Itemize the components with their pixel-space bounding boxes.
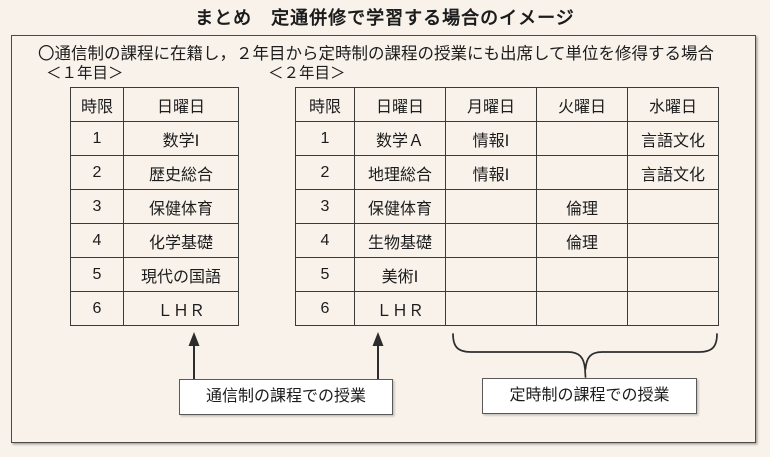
- subject-cell: [627, 257, 719, 292]
- timetable-header-row: 時限日曜日月曜日火曜日水曜日: [295, 87, 719, 122]
- subject-cell: 生物基礎: [354, 223, 446, 258]
- period-header-cell: 時限: [295, 87, 355, 122]
- period-cell: 5: [295, 257, 355, 292]
- correspondence-callout: 通信制の課程での授業: [179, 379, 393, 415]
- subject-cell: 現代の国語: [123, 257, 239, 292]
- subject-cell: ＬＨＲ: [123, 291, 239, 326]
- timetable-header-row: 時限日曜日: [70, 87, 239, 122]
- period-cell: 6: [295, 291, 355, 326]
- subject-cell: [536, 257, 628, 292]
- weekday-header-cell: 月曜日: [445, 87, 537, 122]
- subject-cell: 言語文化: [627, 155, 719, 190]
- period-cell: 6: [70, 291, 124, 326]
- subject-cell: [536, 121, 628, 156]
- subject-cell: [536, 291, 628, 326]
- period-header-cell: 時限: [70, 87, 124, 122]
- period-cell: 1: [70, 121, 124, 156]
- subject-cell: 言語文化: [627, 121, 719, 156]
- period-cell: 4: [295, 223, 355, 258]
- subject-cell: [627, 291, 719, 326]
- period-cell: 4: [70, 223, 124, 258]
- subject-cell: [627, 223, 719, 258]
- subject-cell: 保健体育: [123, 189, 239, 224]
- subject-cell: 数学Ⅰ: [123, 121, 239, 156]
- subject-cell: 化学基礎: [123, 223, 239, 258]
- period-cell: 2: [70, 155, 124, 190]
- subject-cell: 歴史総合: [123, 155, 239, 190]
- period-cell: 5: [70, 257, 124, 292]
- year2-label: ＜２年目＞: [268, 65, 346, 82]
- subject-cell: 数学Ａ: [354, 121, 446, 156]
- subject-cell: ＬＨＲ: [354, 291, 446, 326]
- page-title: まとめ 定通併修で学習する場合のイメージ: [195, 8, 575, 28]
- subject-cell: [445, 223, 537, 258]
- subject-cell: 情報Ⅰ: [445, 121, 537, 156]
- weekday-header-cell: 日曜日: [354, 87, 446, 122]
- subject-cell: 地理総合: [354, 155, 446, 190]
- weekday-header-cell: 日曜日: [123, 87, 239, 122]
- subject-cell: [445, 291, 537, 326]
- parttime-callout: 定時制の課程での授業: [482, 378, 697, 414]
- subject-cell: [445, 189, 537, 224]
- subject-cell: 倫理: [536, 223, 628, 258]
- subject-cell: [627, 189, 719, 224]
- subject-cell: [536, 155, 628, 190]
- period-cell: 2: [295, 155, 355, 190]
- weekday-header-cell: 火曜日: [536, 87, 628, 122]
- case-description: 〇通信制の課程に在籍し，２年目から定時制の課程の授業にも出席して単位を修得する場…: [38, 45, 715, 63]
- period-cell: 1: [295, 121, 355, 156]
- diagram-panel: [11, 35, 756, 443]
- subject-cell: 保健体育: [354, 189, 446, 224]
- subject-cell: 情報Ⅰ: [445, 155, 537, 190]
- year1-label: ＜１年目＞: [46, 65, 124, 82]
- subject-cell: 美術Ⅰ: [354, 257, 446, 292]
- period-cell: 3: [295, 189, 355, 224]
- weekday-header-cell: 水曜日: [627, 87, 719, 122]
- subject-cell: [445, 257, 537, 292]
- subject-cell: 倫理: [536, 189, 628, 224]
- period-cell: 3: [70, 189, 124, 224]
